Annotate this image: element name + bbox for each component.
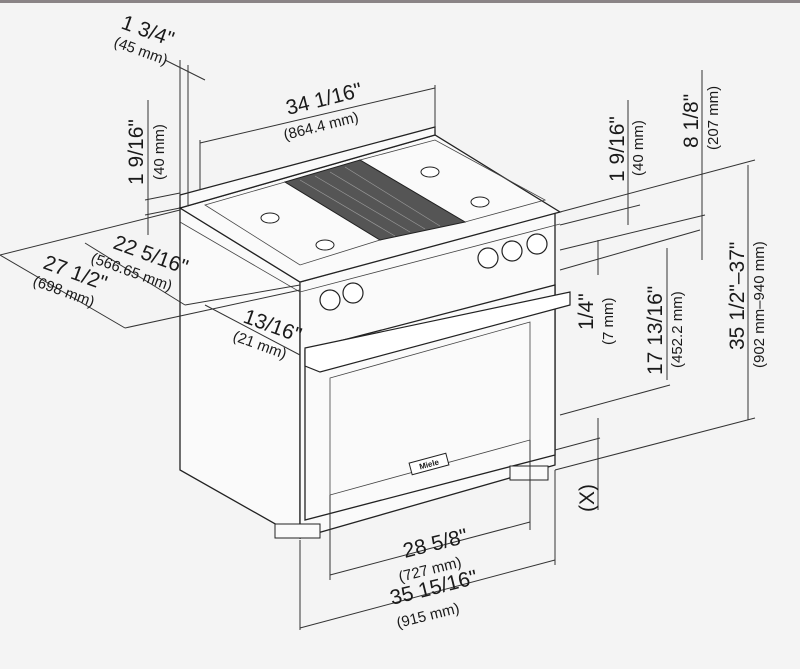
svg-text:1 9/16": 1 9/16" xyxy=(606,116,629,182)
dimension-lines xyxy=(0,59,756,630)
dim-control-height: 8 1/8" (207 mm) xyxy=(680,86,722,150)
dim-oven-height: 17 13/16" (452.2 mm) xyxy=(644,286,686,375)
foot xyxy=(274,523,321,539)
svg-text:(7 mm): (7 mm) xyxy=(600,298,617,346)
burner xyxy=(420,166,440,178)
top-border xyxy=(0,0,800,3)
svg-text:1 9/16": 1 9/16" xyxy=(125,119,148,185)
svg-text:17 13/16": 17 13/16" xyxy=(644,286,667,375)
svg-text:1/4": 1/4" xyxy=(575,293,598,330)
control-knob xyxy=(319,289,341,311)
svg-text:8 1/8": 8 1/8" xyxy=(680,94,703,148)
control-knob xyxy=(501,240,523,262)
oven-handle xyxy=(304,291,571,373)
control-knob xyxy=(477,247,499,269)
burner xyxy=(470,196,490,208)
svg-text:(902 mm–940 mm): (902 mm–940 mm) xyxy=(751,241,768,368)
svg-text:35 1/2"–37": 35 1/2"–37" xyxy=(726,242,749,350)
svg-text:(207 mm): (207 mm) xyxy=(705,86,722,150)
brand-badge-plate xyxy=(408,452,450,476)
dim-total-height: 35 1/2"–37" (902 mm–940 mm) xyxy=(726,241,768,368)
dim-right-backguard-height: 1 9/16" (40 mm) xyxy=(606,116,647,182)
dim-top-width: 34 1/16" (864.4 mm) xyxy=(282,79,365,144)
svg-text:(452.2 mm): (452.2 mm) xyxy=(669,291,686,368)
dim-left-backguard-height: 1 9/16" (40 mm) xyxy=(125,119,168,185)
svg-text:(40 mm): (40 mm) xyxy=(151,124,168,180)
burner xyxy=(315,239,335,251)
dim-handle-gap: 1/4" (7 mm) xyxy=(575,293,617,345)
burner xyxy=(260,212,280,224)
svg-text:(40 mm): (40 mm) xyxy=(630,120,647,176)
dim-backguard-depth: 1 3/4" (45 mm) xyxy=(112,11,177,69)
dim-leg-adjust: (X) xyxy=(576,484,599,512)
control-knob xyxy=(342,282,364,304)
control-knob xyxy=(526,233,548,255)
brand-badge: Miele xyxy=(408,452,450,476)
foot xyxy=(509,465,549,481)
griddle-grill xyxy=(283,159,467,241)
backguard xyxy=(179,126,436,209)
